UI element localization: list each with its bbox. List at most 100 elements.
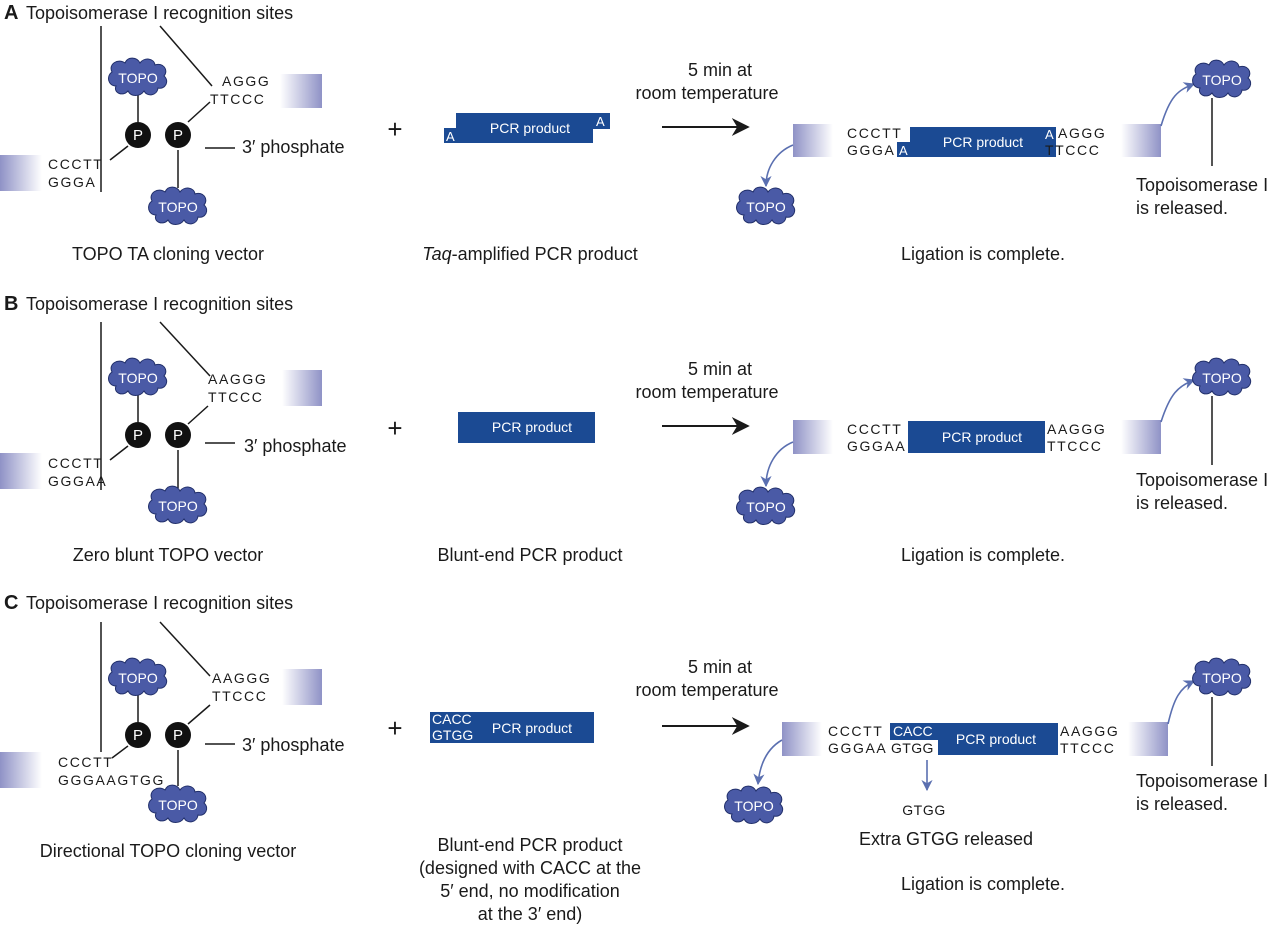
panel-b: B Topoisomerase I recognition sites AAGG… — [0, 293, 1268, 565]
time-label-1: 5 min at — [688, 60, 752, 80]
lig-right-bottom: TTCCC — [1060, 740, 1115, 756]
topo-icon: TOPO — [108, 57, 168, 96]
phosphate-label: 3′ phosphate — [242, 735, 344, 755]
panel-c-letter: C — [4, 592, 18, 614]
svg-text:A: A — [596, 114, 605, 129]
panel-b-letter: B — [4, 293, 18, 315]
gtgg-overhang: GTGG — [891, 740, 934, 756]
product-line-3: 5′ end, no modification — [440, 881, 620, 901]
time-label-2: room temperature — [635, 680, 778, 700]
svg-text:TOPO: TOPO — [746, 499, 786, 515]
phosphate-icon: P — [165, 422, 191, 448]
svg-text:A: A — [899, 143, 908, 158]
lig-right-bottom: TTCCC — [1045, 142, 1100, 158]
vector-end-left — [0, 155, 42, 191]
svg-text:PCR product: PCR product — [492, 419, 572, 435]
topo-icon: TOPO — [1192, 59, 1252, 98]
lig-left-bottom: GGGAA — [847, 438, 906, 454]
seq-bottom-right: TTCCC — [212, 688, 267, 704]
lig-left-bottom: GGGAA — [828, 740, 887, 756]
lig-right-top: AAGGG — [1047, 421, 1106, 437]
svg-text:PCR product: PCR product — [492, 720, 572, 736]
pcr-product-ta: PCR product A A — [444, 113, 610, 144]
vector-end-right — [282, 669, 322, 705]
panel-a: A Topoisomerase I recognition sites AGGG… — [0, 2, 1268, 264]
released-label-1: Topoisomerase I — [1136, 771, 1268, 791]
extra-released-label: Extra GTGG released — [859, 829, 1033, 849]
svg-text:TOPO: TOPO — [118, 670, 158, 686]
seq-top-right: AAGGG — [208, 371, 267, 387]
svg-text:PCR product: PCR product — [942, 429, 1022, 445]
release-arrow — [1160, 82, 1196, 127]
topo-icon: TOPO — [1192, 657, 1252, 696]
vector-end-left — [782, 722, 822, 756]
phosphate-icon: P — [165, 722, 191, 748]
seq-bottom-right: TTCCC — [208, 389, 263, 405]
vector-end-left — [793, 124, 833, 157]
svg-text:PCR product: PCR product — [490, 120, 570, 136]
svg-text:TOPO: TOPO — [158, 498, 198, 514]
svg-text:GTGG: GTGG — [432, 727, 473, 743]
pcr-product-blunt: PCR product — [458, 412, 595, 443]
released-label-1: Topoisomerase I — [1136, 175, 1268, 195]
ligated-pcr-product: PCR product A A — [897, 127, 1056, 158]
phosphate-icon: P — [125, 422, 151, 448]
svg-text:P: P — [173, 727, 183, 744]
product-line-4: at the 3′ end) — [478, 904, 582, 924]
released-label-1: Topoisomerase I — [1136, 470, 1268, 490]
phosphate-label: 3′ phosphate — [242, 137, 344, 157]
svg-text:TOPO: TOPO — [734, 798, 774, 814]
product-line-2: (designed with CACC at the — [419, 858, 641, 878]
pcr-product-cacc: CACC GTGG PCR product — [430, 711, 594, 743]
lig-right-top: AGGG — [1058, 125, 1106, 141]
svg-text:A: A — [1045, 127, 1054, 142]
svg-text:CACC: CACC — [893, 723, 933, 739]
seq-bottom-left: GGGAAGTGG — [58, 772, 165, 788]
ligated-pcr-product: PCR product — [908, 421, 1045, 453]
phosphate-icon: P — [125, 722, 151, 748]
topo-icon: TOPO — [736, 186, 796, 225]
svg-text:TOPO: TOPO — [118, 70, 158, 86]
vector-name: TOPO TA cloning vector — [72, 244, 264, 264]
vector-end-right — [1121, 420, 1161, 454]
topo-icon: TOPO — [736, 486, 796, 525]
lig-left-top: CCCTT — [828, 723, 883, 739]
release-arrow — [760, 144, 794, 188]
recognition-sites-label: Topoisomerase I recognition sites — [26, 593, 293, 613]
vector-end-right — [282, 370, 322, 406]
time-label-1: 5 min at — [688, 657, 752, 677]
phosphate-icon: P — [125, 122, 151, 148]
svg-text:TOPO: TOPO — [746, 199, 786, 215]
svg-text:P: P — [133, 127, 143, 144]
plus-sign: + — [387, 413, 402, 443]
release-arrow — [753, 739, 783, 786]
release-arrow — [760, 441, 794, 488]
svg-text:A: A — [446, 129, 455, 144]
vector-end-right — [280, 74, 322, 108]
recognition-sites-label: Topoisomerase I recognition sites — [26, 294, 293, 314]
phosphate-label: 3′ phosphate — [244, 436, 346, 456]
product-name: Blunt-end PCR product — [437, 545, 622, 565]
vector-end-left — [793, 420, 833, 454]
svg-text:CACC: CACC — [432, 711, 472, 727]
vector-end-left — [0, 453, 42, 489]
seq-bottom-left: GGGA — [48, 174, 96, 190]
svg-text:P: P — [133, 427, 143, 444]
lig-left-top: CCCTT — [847, 125, 902, 141]
topo-icon: TOPO — [1192, 357, 1252, 396]
svg-text:TOPO: TOPO — [158, 199, 198, 215]
svg-text:TOPO: TOPO — [158, 797, 198, 813]
topo-icon: TOPO — [108, 357, 168, 396]
topo-icon: TOPO — [108, 657, 168, 696]
released-label-2: is released. — [1136, 794, 1228, 814]
release-arrow — [1160, 378, 1196, 423]
ligation-label: Ligation is complete. — [901, 244, 1065, 264]
vector-end-right — [1121, 124, 1161, 157]
seq-bottom-left: GGGAA — [48, 473, 107, 489]
ligation-label: Ligation is complete. — [901, 874, 1065, 894]
vector-end-right — [1128, 722, 1168, 756]
panel-a-letter: A — [4, 2, 18, 24]
ligation-label: Ligation is complete. — [901, 545, 1065, 565]
released-label-2: is released. — [1136, 198, 1228, 218]
